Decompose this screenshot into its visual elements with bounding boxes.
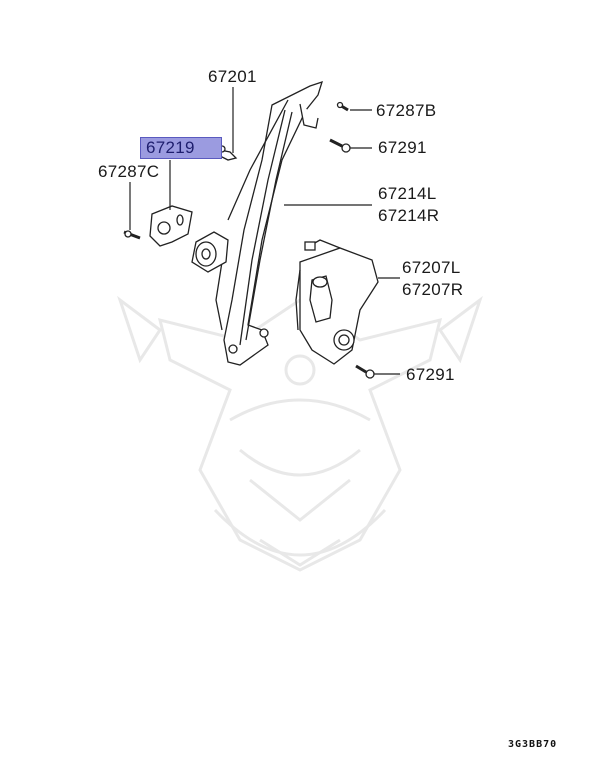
callout-67214R[interactable]: 67214R (378, 206, 440, 225)
callout-67207L[interactable]: 67207L (402, 258, 461, 277)
leader-lines (129, 87, 400, 375)
callout-67291-upper[interactable]: 67291 (378, 138, 427, 157)
regulator-assembly (123, 80, 379, 379)
callout-67214L[interactable]: 67214L (378, 184, 437, 203)
callout-67219-highlighted[interactable]: 67219 (140, 137, 222, 159)
callout-67287C[interactable]: 67287C (98, 162, 160, 181)
callout-67207R[interactable]: 67207R (402, 280, 464, 299)
watermark-logo-icon (117, 295, 483, 572)
callout-67291-lower[interactable]: 67291 (406, 365, 455, 384)
callout-67287B[interactable]: 67287B (376, 101, 437, 120)
catalog-code: 3G3BB70 (508, 739, 558, 750)
callout-67201[interactable]: 67201 (208, 67, 257, 86)
